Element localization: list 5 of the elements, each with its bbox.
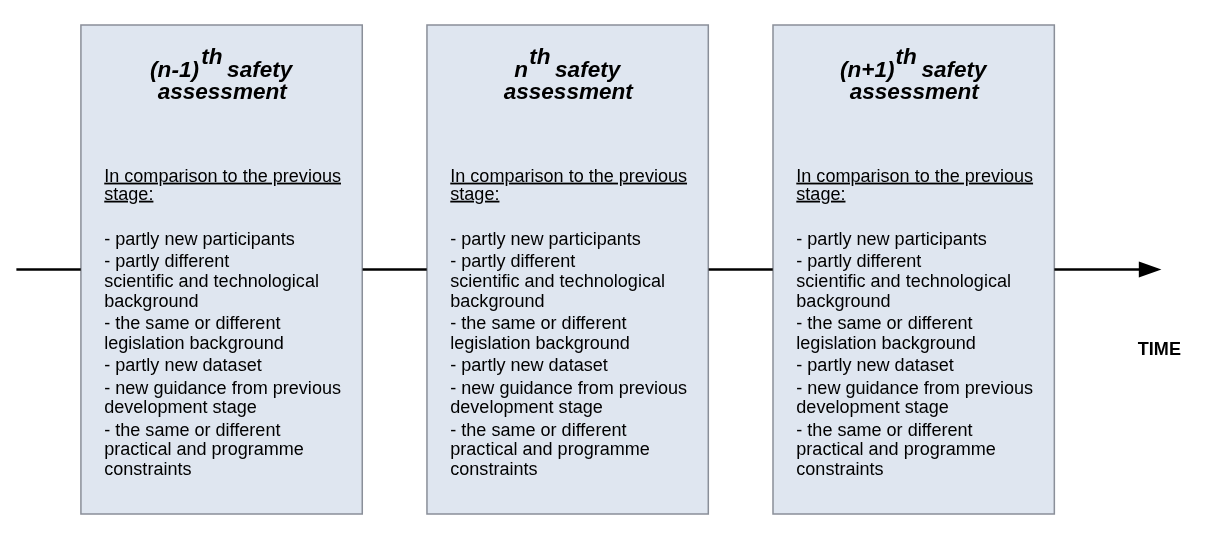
connector [362,267,427,271]
arrow [1054,261,1162,277]
label: TIME [1137,338,1181,359]
connector [16,267,81,271]
connector [708,267,773,271]
